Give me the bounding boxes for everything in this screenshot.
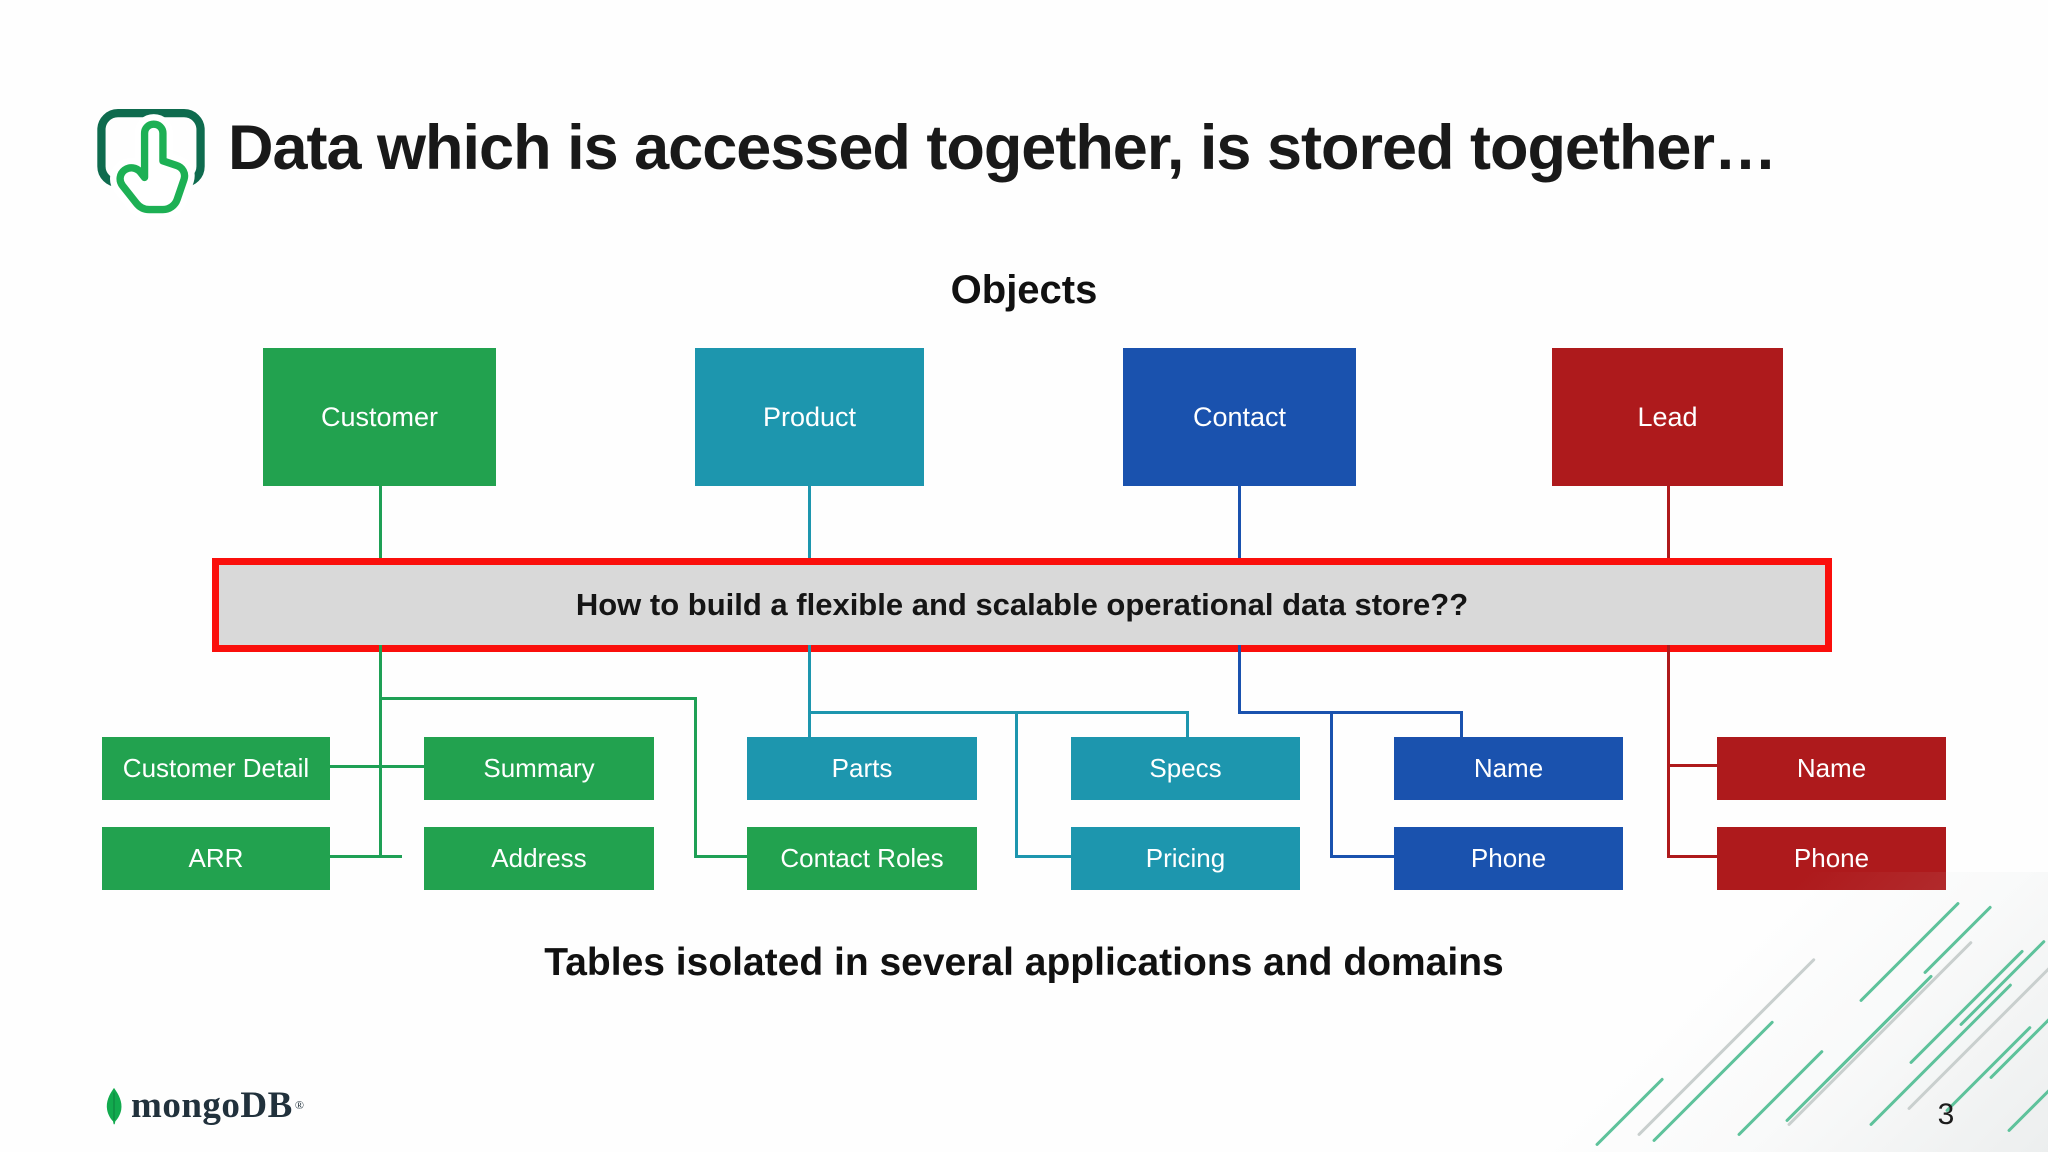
decor-line (1824, 974, 1934, 1083)
table-box-contact-roles: Contact Roles (747, 827, 977, 890)
connector-segment (1238, 645, 1241, 714)
question-banner: How to build a flexible and scalable ope… (212, 558, 1832, 652)
connector-segment (1015, 711, 1018, 858)
connector-segment (808, 645, 811, 737)
table-box-parts: Parts (747, 737, 977, 800)
connector-segment (808, 711, 1189, 714)
diagonal-lines-decoration (1488, 872, 2048, 1152)
decor-line (1922, 905, 1993, 975)
touch-click-icon (97, 109, 205, 220)
mongodb-leaf-icon (106, 1087, 122, 1125)
connector-segment (330, 765, 425, 768)
decor-line (1636, 957, 1816, 1137)
table-box-phone-lead: Phone (1717, 827, 1946, 890)
object-box-customer: Customer (263, 348, 496, 486)
connector-segment (1667, 764, 1717, 767)
connector-segment (1330, 711, 1333, 858)
connector-segment (330, 855, 402, 858)
connector-segment (379, 645, 382, 858)
slide-title: Data which is accessed together, is stor… (228, 113, 1777, 183)
connector-segment (1238, 711, 1463, 714)
mongodb-logo: mongoDB ® (103, 1082, 304, 1128)
connector-segment (1238, 486, 1241, 558)
connector-segment (808, 486, 811, 558)
object-box-product: Product (695, 348, 924, 486)
object-box-contact: Contact (1123, 348, 1356, 486)
connector-segment (379, 486, 382, 558)
connector-segment (379, 697, 697, 700)
connector-segment (1667, 486, 1670, 558)
connector-segment (1330, 855, 1394, 858)
table-box-name-contact: Name (1394, 737, 1623, 800)
connector-segment (1186, 711, 1189, 737)
table-box-name-lead: Name (1717, 737, 1946, 800)
table-box-address: Address (424, 827, 654, 890)
connector-segment (694, 855, 748, 858)
table-box-pricing: Pricing (1071, 827, 1300, 890)
objects-heading: Objects (950, 268, 1098, 312)
connector-segment (694, 697, 697, 858)
connector-segment (1015, 855, 1071, 858)
decor-line (1651, 1020, 1775, 1143)
connector-segment (1667, 645, 1670, 858)
decor-line (1594, 1077, 1665, 1147)
connector-segment (1460, 711, 1463, 737)
tables-heading: Tables isolated in several applications … (544, 941, 1504, 984)
table-box-arr: ARR (102, 827, 330, 890)
registered-mark: ® (294, 1097, 304, 1112)
connector-segment (1667, 855, 1717, 858)
mongodb-wordmark: mongoDB (131, 1084, 293, 1126)
object-box-lead: Lead (1552, 348, 1783, 486)
decor-line (2006, 1066, 2048, 1133)
table-box-summary: Summary (424, 737, 654, 800)
page-number: 3 (1937, 1098, 1955, 1131)
table-box-phone-contact: Phone (1394, 827, 1623, 890)
table-box-specs: Specs (1071, 737, 1300, 800)
table-box-customer-detail: Customer Detail (102, 737, 330, 800)
